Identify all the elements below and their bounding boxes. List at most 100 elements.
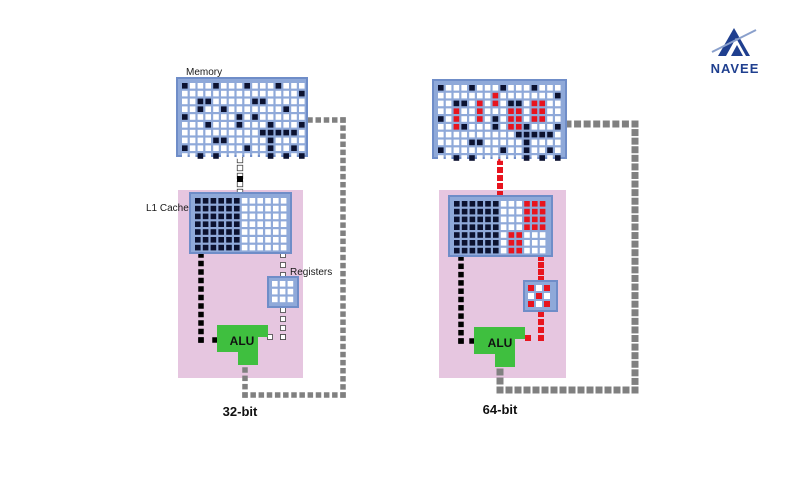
memory-cell <box>213 90 219 97</box>
memory-cell <box>555 108 561 114</box>
cache-cell <box>539 247 546 254</box>
memory-cell <box>275 106 282 112</box>
cache-cell <box>500 240 507 246</box>
bus-segment <box>340 181 346 188</box>
cache-cell <box>249 229 256 235</box>
memory-cell <box>531 108 538 114</box>
cache-cell <box>280 198 287 204</box>
memory-cell <box>469 92 475 99</box>
cache-cell <box>532 240 538 246</box>
cache-cell <box>493 216 499 223</box>
bus-segment <box>340 214 346 220</box>
memory-cell <box>547 92 553 99</box>
memory-cell <box>453 116 460 122</box>
bus-segment <box>538 276 544 282</box>
memory-cell <box>531 155 538 161</box>
bus-segment <box>631 232 639 240</box>
memory-cell <box>197 83 204 89</box>
bus-segment <box>514 386 522 394</box>
memory-cell <box>438 85 444 91</box>
memory-cell <box>260 129 266 136</box>
cache-cell <box>218 237 224 243</box>
bus-segment <box>280 325 286 331</box>
register-cell <box>544 301 550 307</box>
memory-cell <box>228 98 235 105</box>
brand-name: NAVEE <box>711 61 760 76</box>
register-cell <box>536 293 542 299</box>
memory-cell <box>453 124 460 130</box>
bus-segment <box>307 117 313 123</box>
bus-segment <box>280 316 286 322</box>
cache-cell <box>485 208 491 215</box>
memory-cell <box>508 116 514 122</box>
memory-cell <box>555 147 561 153</box>
memory-cell <box>531 147 538 153</box>
memory-cell <box>205 122 211 128</box>
cache-cell <box>226 221 232 227</box>
cache-cell <box>454 247 460 254</box>
memory-cell <box>523 155 530 161</box>
bus-segment <box>340 367 346 374</box>
cache-cell <box>469 216 476 223</box>
register-cell <box>279 296 286 303</box>
bus-segment <box>458 288 464 294</box>
cache-cell <box>265 198 271 204</box>
cache-cell <box>218 244 224 251</box>
memory-cell <box>477 131 483 138</box>
memory-cell <box>189 137 196 144</box>
memory-cell <box>539 155 545 161</box>
bus-segment <box>631 352 639 360</box>
cache-cell <box>257 229 263 235</box>
memory-cell <box>213 106 219 112</box>
bus-segment <box>340 222 346 228</box>
memory-cell <box>484 131 491 138</box>
memory-cell <box>508 131 514 138</box>
memory-cell <box>461 100 467 107</box>
memory-cell <box>547 116 553 122</box>
cache-cell <box>195 205 201 212</box>
cache-cell <box>265 213 271 220</box>
memory-cell <box>244 145 250 151</box>
bus-segment <box>568 386 576 394</box>
bus-segment <box>266 392 273 398</box>
bus-segment <box>340 384 346 390</box>
memory-cell <box>260 106 266 112</box>
memory-cell <box>523 124 530 130</box>
bus-segment <box>198 328 204 335</box>
register-cell <box>528 301 534 307</box>
bus-segment <box>631 180 639 188</box>
bus-segment <box>332 117 338 123</box>
cache-cell <box>539 224 546 230</box>
memory-cell <box>221 114 227 120</box>
memory-cell <box>213 129 219 136</box>
memory-cell <box>197 122 204 128</box>
cache-cell <box>241 213 248 220</box>
memory-cell <box>189 106 196 112</box>
cache-cell <box>516 247 522 254</box>
memory-cell <box>236 153 243 159</box>
cache-cell <box>508 208 515 215</box>
memory-cell <box>236 98 243 105</box>
memory-cell <box>283 137 289 144</box>
memory-cell <box>299 122 305 128</box>
memory-cell <box>221 129 227 136</box>
memory-cell <box>492 92 499 99</box>
memory-cell <box>267 83 274 89</box>
cache-cell <box>241 221 248 227</box>
memory-cell <box>531 131 538 138</box>
caption-32bit: 32-bit <box>223 404 258 419</box>
memory-cell <box>445 139 452 146</box>
cache-cell <box>461 208 468 215</box>
cache-cell <box>257 221 263 227</box>
memory-cell <box>291 114 297 120</box>
memory-label: Memory <box>186 67 222 78</box>
memory-cell <box>555 155 561 161</box>
memory-cell <box>547 100 553 107</box>
bus-segment <box>458 263 464 270</box>
memory-cell <box>453 100 460 107</box>
bus-segment <box>631 300 639 308</box>
memory-cell <box>484 85 491 91</box>
bus-segment <box>340 376 346 382</box>
memory-cell <box>291 153 297 159</box>
